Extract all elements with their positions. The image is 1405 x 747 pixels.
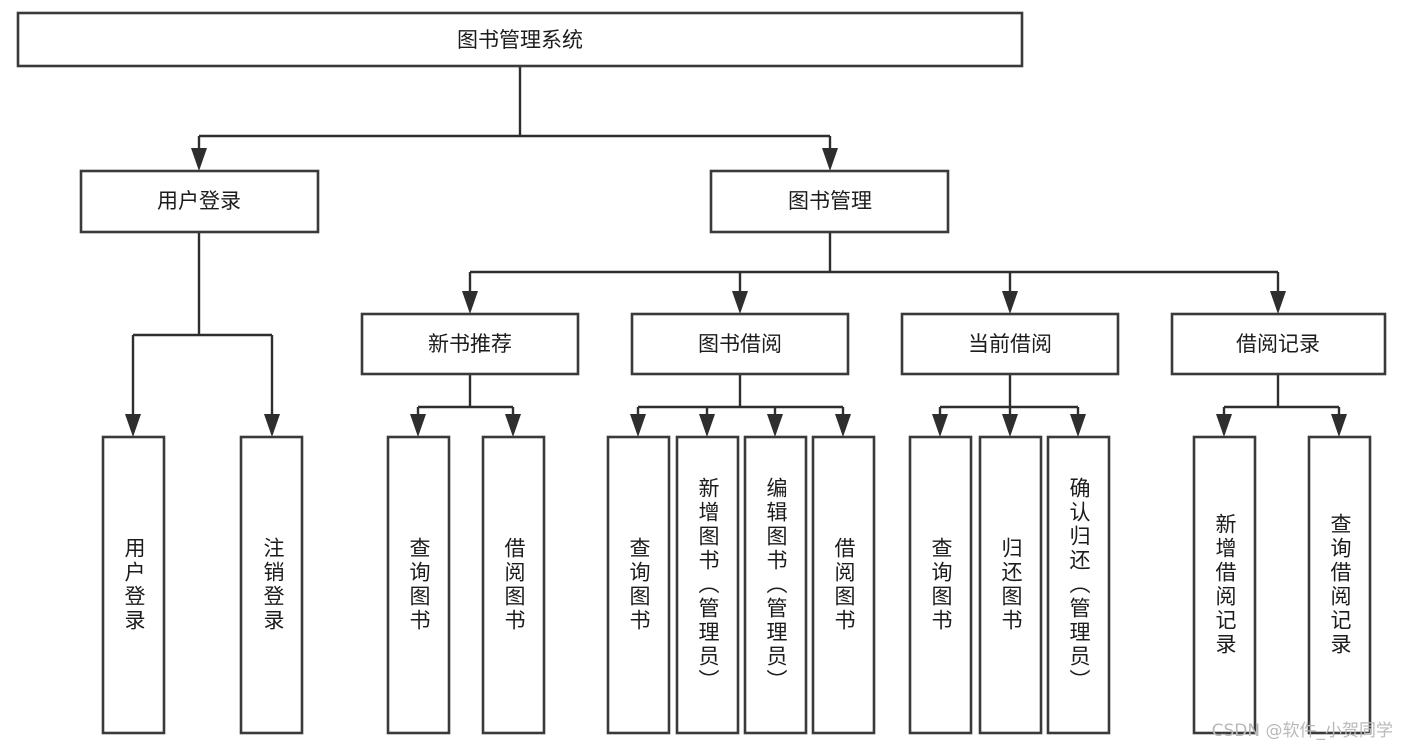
node-label: 归还图书 [999, 537, 1023, 633]
arrow-head-icon [932, 414, 948, 437]
node-leaf-add-borrow-record[interactable]: 新增借阅记录 [1192, 435, 1257, 735]
arrow-head-icon [505, 414, 521, 437]
node-leaf-edit-book-admin[interactable]: 编辑图书（管理员） [743, 435, 808, 735]
arrow-head-icon [410, 414, 426, 437]
connector-userlogin-to-leaves [125, 232, 280, 437]
node-box[interactable] [79, 169, 320, 234]
node-label: 图书管理 [788, 189, 872, 213]
node-leaf-confirm-return-admin[interactable]: 确认归还（管理员） [1046, 435, 1111, 735]
node-label: 图书管理系统 [457, 28, 583, 52]
arrow-head-icon [1002, 291, 1018, 314]
node-box[interactable] [811, 435, 876, 735]
node-label: 查询图书 [627, 537, 651, 633]
node-root-book-management-system[interactable]: 图书管理系统 [16, 11, 1024, 68]
node-box[interactable] [908, 435, 973, 735]
arrow-head-icon [125, 414, 141, 437]
node-leaf-borrow-book[interactable]: 借阅图书 [811, 435, 876, 735]
arrow-head-icon [630, 414, 646, 437]
node-box[interactable] [978, 435, 1043, 735]
node-box[interactable] [675, 435, 740, 735]
connector-root-to-level2 [191, 66, 838, 171]
node-leaf-query-book-borrow[interactable]: 查询图书 [606, 435, 671, 735]
arrow-head-icon [264, 414, 280, 437]
node-label: 新增借阅记录 [1213, 513, 1237, 657]
node-box[interactable] [606, 435, 671, 735]
node-label: 查询借阅记录 [1328, 513, 1352, 657]
node-box[interactable] [709, 169, 950, 234]
connector-bookmanage-to-level3 [462, 232, 1286, 314]
arrow-head-icon [462, 291, 478, 314]
node-user-login[interactable]: 用户登录 [79, 169, 320, 234]
node-box[interactable] [630, 312, 850, 376]
node-box[interactable] [1192, 435, 1257, 735]
node-leaf-query-borrow-record[interactable]: 查询借阅记录 [1307, 435, 1372, 735]
node-box[interactable] [360, 312, 580, 376]
arrow-head-icon [1270, 291, 1286, 314]
node-borrow-record[interactable]: 借阅记录 [1170, 312, 1387, 376]
node-label: 用户登录 [122, 537, 146, 633]
node-label: 编辑图书（管理员） [764, 477, 788, 693]
node-leaf-borrow-book-newbook[interactable]: 借阅图书 [481, 435, 546, 735]
watermark-text: CSDN @软件_小贺同学 [1211, 721, 1393, 741]
node-box[interactable] [1046, 435, 1111, 735]
node-box[interactable] [1307, 435, 1372, 735]
node-leaf-add-book-admin[interactable]: 新增图书（管理员） [675, 435, 740, 735]
node-label: 查询图书 [407, 537, 431, 633]
node-label: 新增图书（管理员） [696, 477, 720, 693]
node-label: 确认归还（管理员） [1067, 477, 1091, 693]
node-box[interactable] [101, 435, 166, 735]
arrow-head-icon [191, 148, 207, 171]
node-label: 借阅图书 [832, 537, 856, 633]
node-label: 用户登录 [157, 189, 241, 213]
node-label: 借阅记录 [1236, 332, 1320, 356]
arrow-head-icon [732, 291, 748, 314]
connector-borrowrecord-to-leaves [1216, 374, 1347, 437]
arrow-head-icon [1216, 414, 1232, 437]
node-label: 图书借阅 [698, 332, 782, 356]
node-box[interactable] [743, 435, 808, 735]
node-leaf-logout-login[interactable]: 注销登录 [239, 435, 304, 735]
arrow-head-icon [822, 148, 838, 171]
node-box[interactable] [1170, 312, 1387, 376]
node-leaf-return-book[interactable]: 归还图书 [978, 435, 1043, 735]
node-current-borrow[interactable]: 当前借阅 [900, 312, 1120, 376]
node-box[interactable] [239, 435, 304, 735]
connector-bookborrow-to-leaves [630, 374, 851, 437]
node-book-borrow[interactable]: 图书借阅 [630, 312, 850, 376]
node-label: 新书推荐 [428, 332, 512, 356]
node-leaf-query-book-newbook[interactable]: 查询图书 [386, 435, 451, 735]
node-box[interactable] [900, 312, 1120, 376]
node-label: 注销登录 [261, 537, 285, 633]
arrow-head-icon [767, 414, 783, 437]
arrow-head-icon [1070, 414, 1086, 437]
connector-currentborrow-to-leaves [932, 374, 1086, 437]
node-leaf-user-login[interactable]: 用户登录 [101, 435, 166, 735]
node-label: 借阅图书 [502, 537, 526, 633]
node-box[interactable] [481, 435, 546, 735]
node-box[interactable] [16, 11, 1024, 68]
node-label: 查询图书 [929, 537, 953, 633]
node-box[interactable] [386, 435, 451, 735]
arrow-head-icon [699, 414, 715, 437]
node-new-book-recommend[interactable]: 新书推荐 [360, 312, 580, 376]
node-label: 当前借阅 [968, 332, 1052, 356]
arrow-head-icon [835, 414, 851, 437]
arrow-head-icon [1002, 414, 1018, 437]
node-book-management[interactable]: 图书管理 [709, 169, 950, 234]
connector-newbook-to-leaves [410, 374, 521, 437]
arrow-head-icon [1331, 414, 1347, 437]
node-leaf-query-book-current[interactable]: 查询图书 [908, 435, 973, 735]
